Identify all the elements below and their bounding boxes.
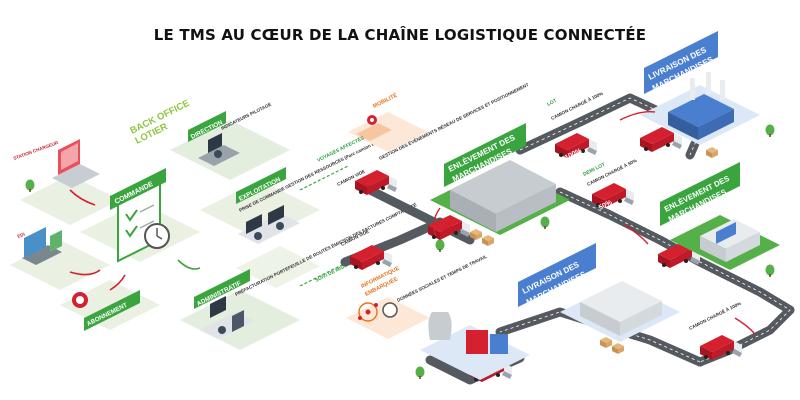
flow-arrows-green — [177, 259, 201, 270]
svg-text:LOT: LOT — [546, 98, 558, 108]
bottom-warehouse-zone — [560, 281, 680, 354]
clipboard-icon — [117, 180, 170, 263]
operators-icon — [238, 205, 300, 244]
camion-charge-note: CAMION CHARGÉ À 100% — [687, 299, 742, 331]
edi-icon — [22, 227, 62, 265]
back-office-title: BACK OFFICE LOTIER — [128, 98, 191, 147]
admin-desk-icon — [200, 296, 254, 339]
abonnement-icon — [72, 292, 88, 308]
bottom-factory-zone — [415, 312, 530, 380]
enlevement-banner-2: ENLÈVEMENT DES MARCHANDISES — [660, 162, 740, 226]
central-hub-zone — [430, 160, 570, 252]
mobilite-map-icon — [356, 115, 392, 141]
laptop-icon — [52, 139, 100, 188]
right-building-zone — [670, 215, 780, 277]
mobilite-label: MOBILITÉ — [371, 91, 398, 110]
flow-arrows-right — [433, 110, 756, 335]
page-title: LE TMS AU CŒUR DE LA CHAÎNE LOGISTIQUE C… — [153, 26, 647, 44]
station-label: STATION CHARGEUR — [13, 140, 60, 161]
network-icon — [358, 302, 398, 322]
direction-note: INDICATEURS PILOTAGE — [220, 102, 272, 131]
edi-label: EDI — [17, 232, 26, 239]
livraison-banner-2: LIVRAISON DES MARCHANDISES — [518, 243, 596, 307]
direction-desk-icon — [198, 133, 240, 166]
informatique-note: DONNÉES SOCIALES ET TEMPS DE TRAVAIL — [395, 252, 488, 303]
flow-arrows-left — [69, 189, 126, 291]
road-markings — [499, 97, 791, 363]
factory-top-zone — [640, 72, 775, 158]
dashed-connectors — [299, 165, 349, 287]
